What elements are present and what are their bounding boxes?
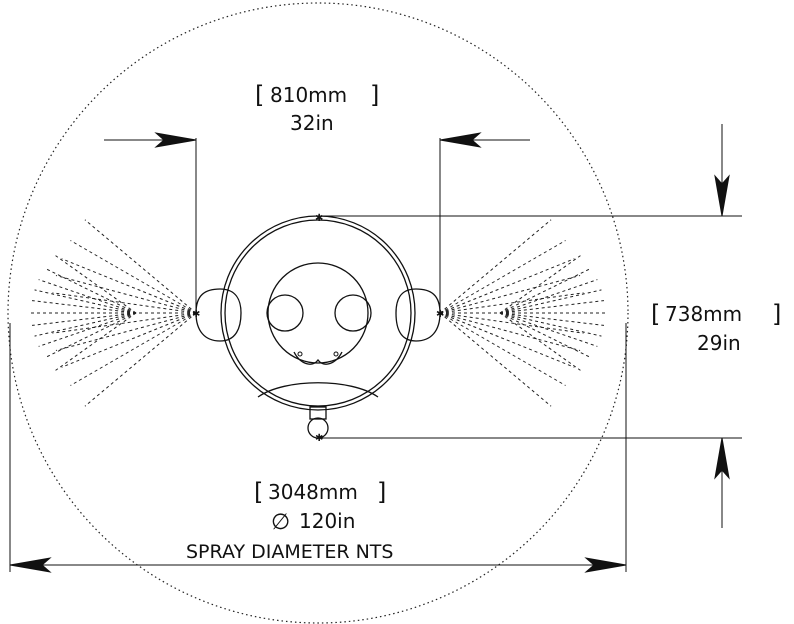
spray-line: [38, 279, 137, 314]
spray-diameter-circle: [7, 2, 629, 624]
height-metric-close: ]: [772, 300, 781, 328]
height-dimension: [318, 124, 742, 528]
right-outlet: [334, 294, 372, 332]
spray-line: [499, 255, 581, 314]
spray-line: [439, 292, 584, 314]
right-center-mark: ✱: [436, 309, 444, 320]
width-metric-close: ]: [370, 81, 379, 109]
width-metric: 810mm: [270, 83, 347, 107]
spray-line: [44, 312, 137, 359]
spray-line: [52, 292, 197, 314]
spray-line: [439, 240, 566, 314]
spray-line: [61, 258, 197, 314]
valve-detail: [293, 351, 343, 365]
right-nozzle-head: [395, 288, 441, 342]
spray-metric: 3048mm: [268, 480, 358, 504]
spray-line: [499, 312, 602, 337]
spray-line: [499, 267, 592, 314]
width-arrow-right: [439, 132, 482, 148]
height-imperial: 29in: [697, 331, 741, 355]
spray-line: [439, 312, 552, 407]
left-center-mark: ✱: [192, 309, 200, 320]
left-outlet: [266, 294, 304, 332]
spray-line: [439, 312, 581, 352]
width-imperial: 32in: [290, 111, 334, 135]
spray-line: [439, 219, 552, 314]
spray-line: [55, 255, 137, 314]
spray-line: [439, 274, 581, 314]
spray-line: [499, 312, 592, 359]
height-arrow-bottom: [714, 437, 730, 480]
lower-arc: [257, 382, 379, 398]
spray-line: [38, 312, 137, 347]
spray-line: [55, 274, 197, 314]
outer-ring: [220, 215, 416, 411]
spray-line: [439, 312, 566, 386]
valve-dot-right: [333, 351, 339, 357]
spray-line: [52, 312, 197, 334]
height-arrow-top: [714, 174, 730, 217]
diameter-symbol: ∅: [271, 510, 290, 535]
spray-line: [70, 240, 197, 314]
spray-lines-right: [439, 219, 605, 407]
spray-line: [61, 312, 197, 368]
spray-arrow-right: [584, 557, 627, 573]
spray-line: [499, 289, 602, 314]
spray-line: [499, 312, 581, 371]
eyewash-device: ✱ ✱ ✱ ✱: [192, 213, 444, 444]
width-arrow-left: [154, 132, 197, 148]
spray-line: [44, 267, 137, 314]
spray-arrow-left: [9, 557, 52, 573]
spray-line: [499, 279, 598, 314]
spray-line: [55, 312, 137, 371]
width-metric-open: [: [255, 81, 264, 109]
spray-note: SPRAY DIAMETER NTS: [186, 541, 393, 563]
spray-lines-left: [31, 219, 197, 407]
spray-line: [499, 312, 598, 347]
spray-dimension: [9, 323, 627, 573]
stem: [309, 406, 327, 420]
outer-ring-inner: [224, 219, 412, 407]
height-metric-open: [: [651, 300, 660, 328]
spray-line: [439, 312, 575, 368]
width-dimension: [104, 132, 530, 313]
valve-dot-left: [297, 351, 303, 357]
spray-line: [34, 312, 137, 337]
spray-line: [84, 219, 197, 314]
spray-metric-open: [: [254, 478, 263, 506]
spray-line: [439, 312, 584, 334]
top-center-mark: ✱: [315, 213, 323, 224]
spray-imperial: 120in: [299, 509, 355, 533]
left-nozzle-head: [195, 288, 242, 342]
spray-line: [84, 312, 197, 407]
spray-metric-close: ]: [377, 478, 386, 506]
spray-line: [34, 289, 137, 314]
center-bowl: [267, 262, 369, 364]
spray-line: [70, 312, 197, 386]
height-metric: 738mm: [665, 302, 742, 326]
spray-line: [55, 312, 197, 352]
spray-line: [439, 258, 575, 314]
